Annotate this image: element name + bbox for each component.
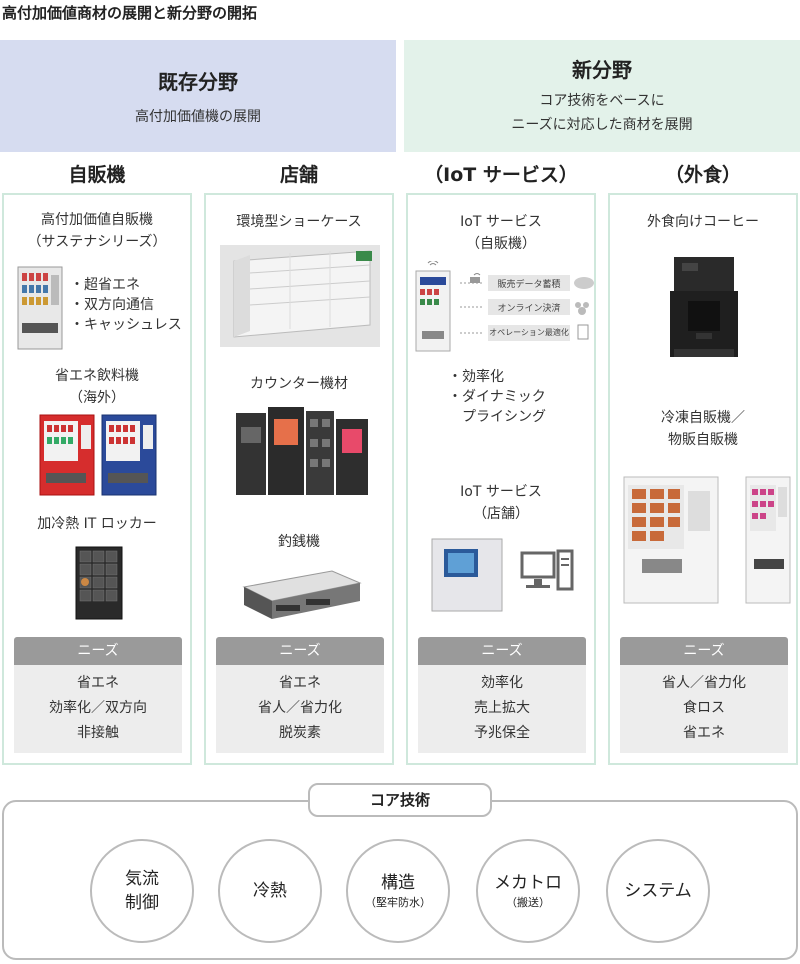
page-title: 高付加価値商材の展開と新分野の開拓: [2, 4, 258, 22]
needs-header: ニーズ: [418, 637, 586, 665]
needs-header: ニーズ: [620, 637, 788, 665]
new-field-subtitle: コア技術をベースに ニーズに対応した商材を展開: [404, 89, 800, 137]
need-item: 脱炭素: [279, 725, 321, 741]
it-locker-image: [75, 546, 123, 620]
needs-list: 省エネ 効率化／双方向 非接触: [14, 665, 182, 753]
item-frozen-vending: 冷凍自販機／ 物販自販機: [610, 407, 796, 451]
item-change-machine: 釣銭機: [206, 531, 392, 553]
column-store: 環境型ショーケース カウンター機材 釣銭機 ニーズ 省エネ 省人／省力化: [204, 193, 394, 765]
frozen-retail-vending-image: [623, 476, 791, 604]
iot-tag-storage: 販売データ蓄積: [497, 280, 561, 290]
vending-feature-list: ・超省エネ ・双方向通信 ・キャッシュレス: [70, 275, 182, 335]
item-counter-equipment: カウンター機材: [206, 373, 392, 395]
tech-cooling-heating: 冷熱: [218, 839, 322, 943]
need-item: 省人／省力化: [662, 675, 746, 691]
tech-sublabel: （堅牢防水）: [365, 896, 431, 909]
tech-structure: 構造 （堅牢防水）: [346, 839, 450, 943]
item-label-line: 省エネ飲料機: [55, 368, 139, 384]
tech-label: 構造: [381, 873, 415, 893]
tech-airflow-control: 気流 制御: [90, 839, 194, 943]
need-item: 効率化: [481, 675, 523, 691]
need-item: 食ロス: [683, 700, 725, 716]
overseas-beverage-machines-image: [39, 414, 157, 496]
existing-field-band: 既存分野 高付加価値機の展開: [0, 40, 396, 152]
needs-header: ニーズ: [14, 637, 182, 665]
item-label-line: （自販機）: [466, 236, 536, 252]
column-head-foodservice: （外食）: [664, 164, 741, 186]
iot-store-devices-image: [431, 538, 574, 612]
feature-item: プライシング: [448, 409, 546, 425]
item-foodservice-coffee: 外食向けコーヒー: [610, 211, 796, 233]
column-iot: IoT サービス （自販機） 販売データ蓄積 オンライン決済 オペレーション最適…: [406, 193, 596, 765]
item-overseas-beverage: 省エネ飲料機 （海外）: [4, 365, 190, 409]
feature-item: ・キャッシュレス: [70, 317, 182, 333]
tech-label: 気流: [125, 869, 159, 889]
tech-label: メカトロ: [494, 873, 562, 893]
need-item: 効率化／双方向: [49, 700, 147, 716]
existing-field-title: 既存分野: [158, 70, 238, 94]
item-high-value-vending: 高付加価値自販機 （サステナシリーズ）: [4, 209, 190, 253]
existing-field-subtitle: 高付加価値機の展開: [135, 109, 261, 125]
item-label-line: 外食向けコーヒー: [647, 214, 759, 230]
item-label-line: IoT サービス: [460, 214, 542, 230]
item-iot-vending: IoT サービス （自販機）: [408, 211, 594, 255]
item-label-line: （サステナシリーズ）: [27, 234, 167, 250]
item-label-line: 冷凍自販機／: [661, 410, 745, 426]
item-label-line: （海外）: [69, 390, 125, 406]
core-technology-title: コア技術: [308, 783, 492, 817]
column-head-store: 店舗: [279, 164, 318, 186]
needs-header: ニーズ: [216, 637, 384, 665]
column-head-iot: （IoT サービス）: [424, 164, 578, 186]
tech-label: 冷熱: [253, 881, 287, 901]
item-label-line: IoT サービス: [460, 484, 542, 500]
tech-label: 制御: [125, 893, 159, 913]
need-item: 省エネ: [683, 725, 725, 741]
need-item: 非接触: [77, 725, 119, 741]
item-label-line: 釣銭機: [278, 534, 320, 550]
new-field-title: 新分野: [572, 58, 632, 82]
item-label-line: 物販自販機: [668, 432, 738, 448]
new-field-subtitle-line1: コア技術をベースに: [539, 93, 665, 109]
column-foodservice: 外食向けコーヒー 冷凍自販機／ 物販自販機 ニーズ: [608, 193, 798, 765]
item-iot-store: IoT サービス （店舗）: [408, 481, 594, 525]
needs-list: 省エネ 省人／省力化 脱炭素: [216, 665, 384, 753]
sustainable-vending-machine-image: [17, 266, 63, 350]
needs-list: 省人／省力化 食ロス 省エネ: [620, 665, 788, 753]
item-showcase: 環境型ショーケース: [206, 211, 392, 233]
new-field-band: 新分野 コア技術をベースに ニーズに対応した商材を展開: [404, 40, 800, 152]
need-item: 省エネ: [77, 675, 119, 691]
item-label-line: 環境型ショーケース: [236, 214, 362, 230]
item-label-line: カウンター機材: [250, 376, 348, 392]
coffee-machine-image: [670, 257, 738, 357]
feature-item: ・双方向通信: [70, 297, 154, 313]
item-it-locker: 加冷熱 IT ロッカー: [4, 513, 190, 535]
iot-vending-diagram: [415, 261, 594, 352]
new-field-subtitle-line2: ニーズに対応した商材を展開: [511, 117, 693, 133]
tech-system: システム: [606, 839, 710, 943]
need-item: 予兆保全: [474, 725, 530, 741]
tech-mechatronics: メカトロ （搬送）: [476, 839, 580, 943]
feature-item: ・ダイナミック: [448, 389, 546, 405]
tech-sublabel: （搬送）: [506, 896, 550, 909]
column-vending: 高付加価値自販機 （サステナシリーズ） ・超省エネ ・双方向通信 ・キャッシュレ…: [2, 193, 192, 765]
item-label-line: 高付加価値自販機: [41, 212, 153, 228]
item-label-line: （店舗）: [473, 506, 529, 522]
need-item: 省人／省力化: [258, 700, 342, 716]
iot-tag-optimization: オペレーション最適化: [489, 328, 569, 337]
needs-list: 効率化 売上拡大 予兆保全: [418, 665, 586, 753]
iot-feature-list: ・効率化 ・ダイナミック プライシング: [448, 367, 546, 427]
iot-tag-payment: オンライン決済: [497, 304, 561, 314]
counter-equipment-image: [236, 407, 368, 495]
change-machine-image: [242, 570, 362, 619]
feature-item: ・効率化: [448, 369, 504, 385]
feature-item: ・超省エネ: [70, 277, 140, 293]
item-label-line: 加冷熱 IT ロッカー: [37, 516, 157, 532]
need-item: 省エネ: [279, 675, 321, 691]
showcase-image: [220, 245, 380, 347]
need-item: 売上拡大: [474, 700, 530, 716]
tech-label: システム: [624, 881, 692, 901]
column-head-vending: 自販機: [68, 164, 126, 186]
